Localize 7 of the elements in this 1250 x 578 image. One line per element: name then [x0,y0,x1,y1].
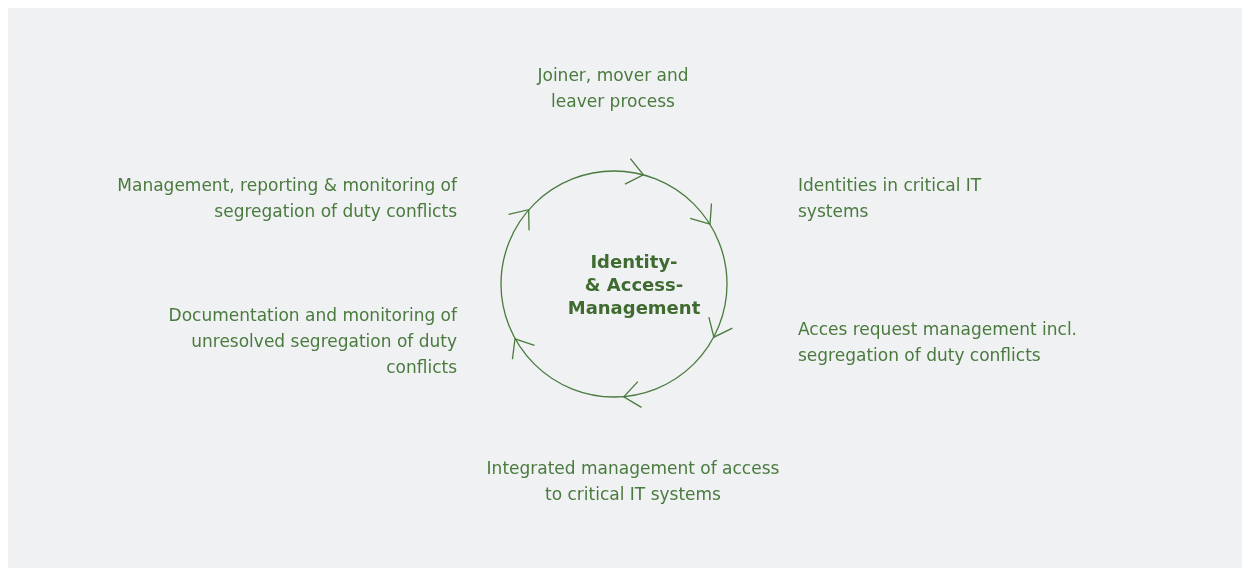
center-title: Identity- & Access- Management [567,249,701,319]
step-label: Acces request management incl. segregation of duty conflicts [798,318,1079,367]
step-label: Identities in critical IT systems [798,174,983,223]
step-label: Management, reporting & monitoring of segregation of duty conflicts [116,174,457,223]
step-label: Documentation and monitoring of unresolved segregation of duty conflicts [167,304,457,379]
step-label: Joiner, mover and leaver process [535,64,690,113]
step-label: Integrated management of access to critical IT systems [485,457,781,506]
